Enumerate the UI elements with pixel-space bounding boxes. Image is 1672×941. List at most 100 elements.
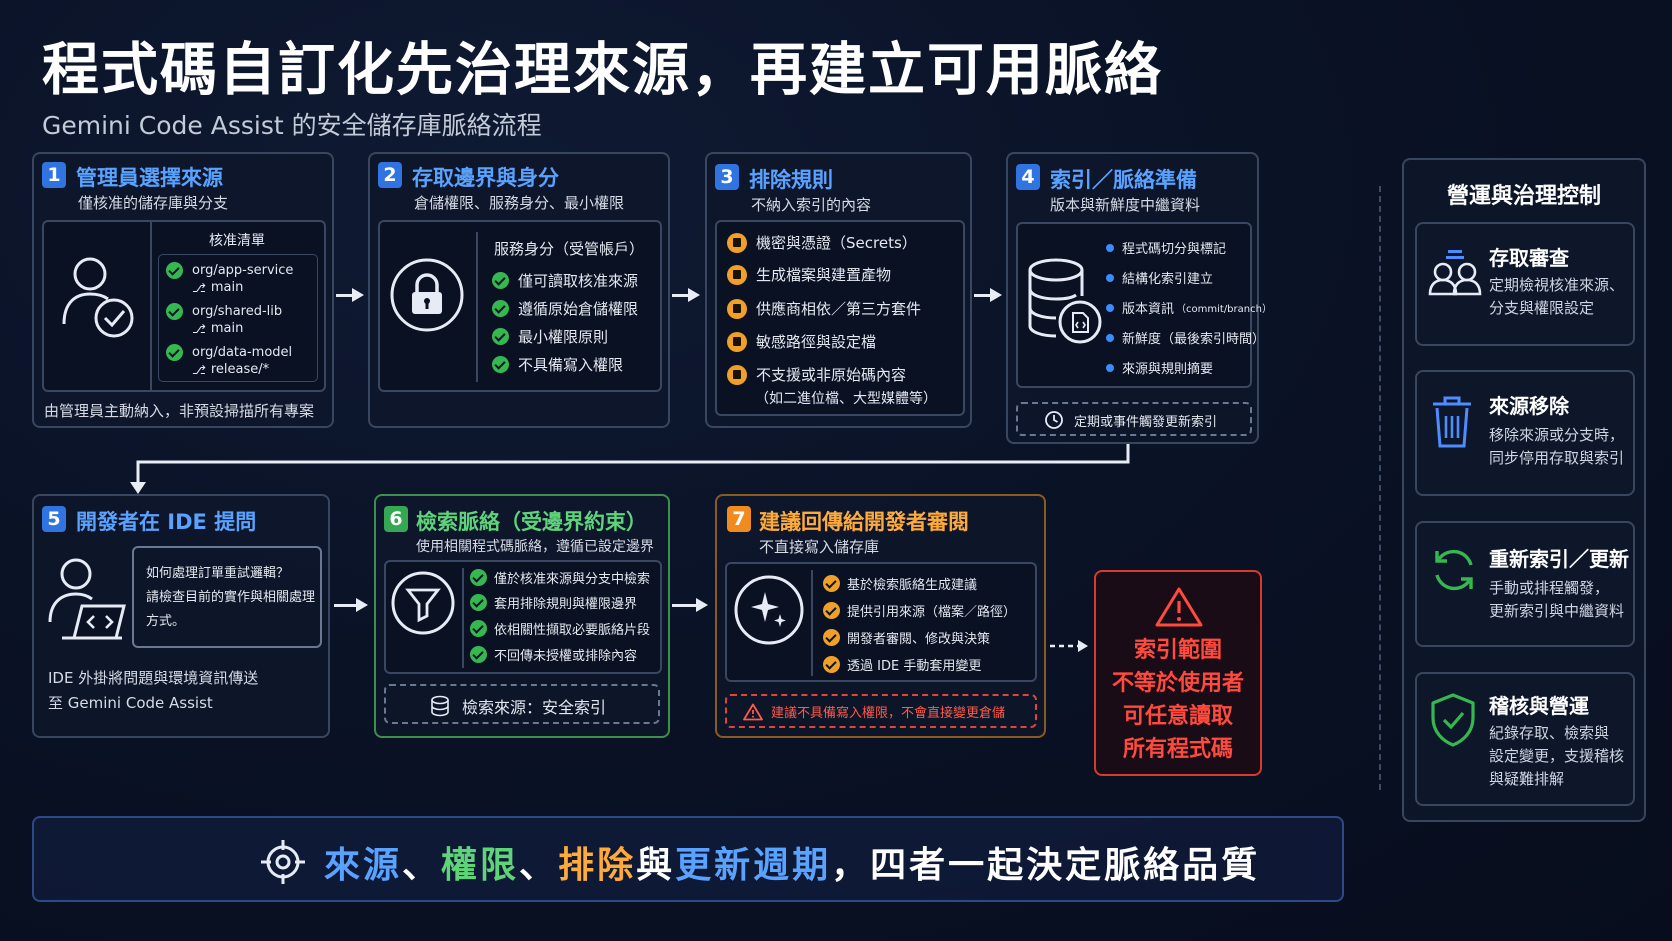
step-number: 4 xyxy=(1016,164,1040,190)
control-desc: 定期檢視核准來源、 分支與權限設定 xyxy=(1489,276,1625,317)
file-badge-icon xyxy=(727,331,747,352)
branch-item: ⎇main xyxy=(192,321,244,336)
step-subtitle: 倉儲權限、服務身分、最小權限 xyxy=(414,194,625,212)
repo-item: org/data-model xyxy=(166,344,292,361)
step-title: 檢索脈絡（受邊界約束） xyxy=(416,510,647,534)
step-title: 管理員選擇來源 xyxy=(76,166,223,190)
index-item: 新鮮度（最後索引時間） xyxy=(1106,328,1265,347)
step-footer: 由管理員主動納入，非預設掃描所有專案 xyxy=(44,402,315,420)
lock-icon xyxy=(390,258,464,332)
page-title: 程式碼自訂化先治理來源，再建立可用脈絡 xyxy=(42,37,1163,103)
flow-arrow xyxy=(974,288,1002,302)
control-desc: 紀錄存取、檢索與 設定變更，支援稽核 與疑難排解 xyxy=(1489,724,1625,788)
index-item: 程式碼切分與標記 xyxy=(1106,238,1226,257)
step-footer: IDE 外掛將問題與環境資訊傳送 至 Gemini Code Assist xyxy=(48,669,259,712)
retrieval-box: 僅於核准來源與分支中檢索 套用排除規則與權限邊界 依相關性擷取必要脈絡片段 不回… xyxy=(384,560,662,674)
flow-arrow xyxy=(334,598,368,612)
step-1-panel: 1 管理員選擇來源 僅核准的儲存庫與分支 核准清單 org/app-servic… xyxy=(32,152,334,428)
list-title: 核准清單 xyxy=(209,233,265,249)
exclusion-item: 不支援或非原始碼內容 xyxy=(727,364,906,385)
separator xyxy=(1379,186,1381,790)
exclusion-item: 敏感路徑與設定檔 xyxy=(727,331,876,352)
step-title: 排除規則 xyxy=(749,168,833,192)
flow-arrow xyxy=(672,288,700,302)
control-card-source-removal: 來源移除 移除來源或分支時， 同步停用存取與索引 xyxy=(1415,370,1635,496)
identity-heading: 服務身分（受管帳戶） xyxy=(494,240,645,258)
step-title: 存取邊界與身分 xyxy=(412,166,559,190)
control-title: 重新索引／更新 xyxy=(1489,547,1629,571)
user-check-icon xyxy=(62,257,134,338)
step-4-panel: 4 索引／脈絡準備 版本與新鮮度中繼資料 程式碼切分與標記 結構化索引建立 版本… xyxy=(1006,152,1272,444)
control-title: 來源移除 xyxy=(1489,394,1569,418)
step-number: 2 xyxy=(378,162,402,188)
retrieval-item: 依相關性擷取必要脈絡片段 xyxy=(470,619,650,638)
approved-list-box: 核准清單 org/app-service ⎇main org/shared-li… xyxy=(42,220,326,392)
suggestion-item: 透過 IDE 手動套用變更 xyxy=(823,655,981,674)
lock-badge-icon xyxy=(727,232,747,253)
control-title: 稽核與營運 xyxy=(1489,694,1589,718)
dashed-arrow xyxy=(1050,640,1088,652)
sparkles-icon xyxy=(734,575,804,645)
step-number: 7 xyxy=(727,506,751,532)
step-subtitle: 不直接寫入儲存庫 xyxy=(759,538,880,556)
clock-icon xyxy=(1045,411,1063,429)
step-number: 5 xyxy=(42,506,66,532)
database-icon xyxy=(431,695,449,717)
branch-icon: ⎇ xyxy=(192,362,206,377)
step-7-panel: 7 建議回傳給開發者審閱 不直接寫入儲存庫 基於檢索脈絡生成建議 提供引用來源（… xyxy=(715,494,1046,738)
governance-title: 營運與治理控制 xyxy=(1446,184,1601,209)
control-card-access-review: 存取審查 定期檢視核准來源、 分支與權限設定 xyxy=(1415,222,1635,346)
control-title: 存取審查 xyxy=(1489,246,1569,270)
users-icon xyxy=(1428,250,1482,296)
step-subtitle: 版本與新鮮度中繼資料 xyxy=(1050,196,1201,214)
suggestion-box: 基於檢索脈絡生成建議 提供引用來源（檔案／路徑） 開發者審閱、修改與決策 透過 … xyxy=(725,562,1037,682)
refresh-icon xyxy=(1435,549,1473,591)
package-badge-icon xyxy=(727,298,747,319)
identity-box: 服務身分（受管帳戶） 僅可讀取核准來源 遵循原始倉儲權限 最小權限原則 不具備寫… xyxy=(378,220,662,392)
source-note-box: 檢索來源：安全索引 xyxy=(384,684,660,724)
developer-laptop-icon xyxy=(48,558,126,640)
permission-item: 僅可讀取核准來源 xyxy=(492,270,638,291)
refresh-note: 定期或事件觸發更新索引 xyxy=(1074,414,1218,430)
control-card-reindex: 重新索引／更新 手動或排程觸發， 更新索引與中繼資料 xyxy=(1415,521,1635,647)
permission-item: 不具備寫入權限 xyxy=(492,354,623,375)
index-item: 結構化索引建立 xyxy=(1106,268,1213,287)
branch-icon: ⎇ xyxy=(192,321,206,336)
step-3-panel: 3 排除規則 不納入索引的內容 機密與憑證（Secrets） 生成檔案與建置產物… xyxy=(705,152,972,428)
write-warning-box: 建議不具備寫入權限，不會直接變更倉儲 xyxy=(725,694,1037,728)
target-icon xyxy=(261,840,305,884)
step-number: 1 xyxy=(42,162,66,188)
exclusion-item: 機密與憑證（Secrets） xyxy=(727,232,917,253)
permission-item: 遵循原始倉儲權限 xyxy=(492,298,638,319)
database-code-icon xyxy=(1028,258,1102,344)
flow-arrow xyxy=(672,598,708,612)
control-card-audit: 稽核與營運 紀錄存取、檢索與 設定變更，支援稽核 與疑難排解 xyxy=(1415,672,1635,806)
question-bubble: 如何處理訂單重試邏輯？ 請檢查目前的實作與相關處理 方式。 xyxy=(132,546,322,648)
repo-item: org/app-service xyxy=(166,262,293,279)
package-badge-icon xyxy=(727,264,747,285)
branch-icon: ⎇ xyxy=(192,280,206,295)
alert-text: 索引範圍 不等於使用者 可任意讀取 所有程式碼 xyxy=(1111,638,1244,762)
flow-arrow xyxy=(336,288,364,302)
index-box: 程式碼切分與標記 結構化索引建立 版本資訊（commit/branch） 新鮮度… xyxy=(1016,222,1272,388)
control-desc: 移除來源或分支時， 同步停用存取與索引 xyxy=(1489,426,1625,467)
suggestion-item: 基於檢索脈絡生成建議 xyxy=(823,574,977,593)
retrieval-item: 僅於核准來源與分支中檢索 xyxy=(470,568,650,587)
suggestion-item: 開發者審閱、修改與決策 xyxy=(823,628,990,647)
permission-item: 最小權限原則 xyxy=(492,326,608,347)
step-number: 3 xyxy=(715,164,739,190)
branch-item: ⎇main xyxy=(192,280,244,295)
step-5-panel: 5 開發者在 IDE 提問 如何處理訂單重試邏輯？ 請檢查目前的實作與相關處理 … xyxy=(32,494,330,738)
scope-alert: 索引範圍 不等於使用者 可任意讀取 所有程式碼 xyxy=(1094,570,1262,776)
step-6-panel: 6 檢索脈絡（受邊界約束） 使用相關程式碼脈絡，遵循已設定邊界 僅於核准來源與分… xyxy=(374,494,670,738)
step-subtitle: 僅核准的儲存庫與分支 xyxy=(78,194,229,212)
step-subtitle: 使用相關程式碼脈絡，遵循已設定邊界 xyxy=(416,539,654,555)
flow-return-arrow xyxy=(130,444,1130,494)
shield-check-icon xyxy=(1431,693,1475,747)
summary-banner: 來源、權限、排除與更新週期，四者一起決定脈絡品質 xyxy=(32,816,1344,902)
exclusion-item: 生成檔案與建置產物 xyxy=(727,264,891,285)
file-badge-icon xyxy=(727,364,747,385)
step-title: 索引／脈絡準備 xyxy=(1050,168,1197,192)
step-number: 6 xyxy=(384,506,408,532)
exclusion-note: （如二進位檔、大型媒體等） xyxy=(755,391,937,407)
